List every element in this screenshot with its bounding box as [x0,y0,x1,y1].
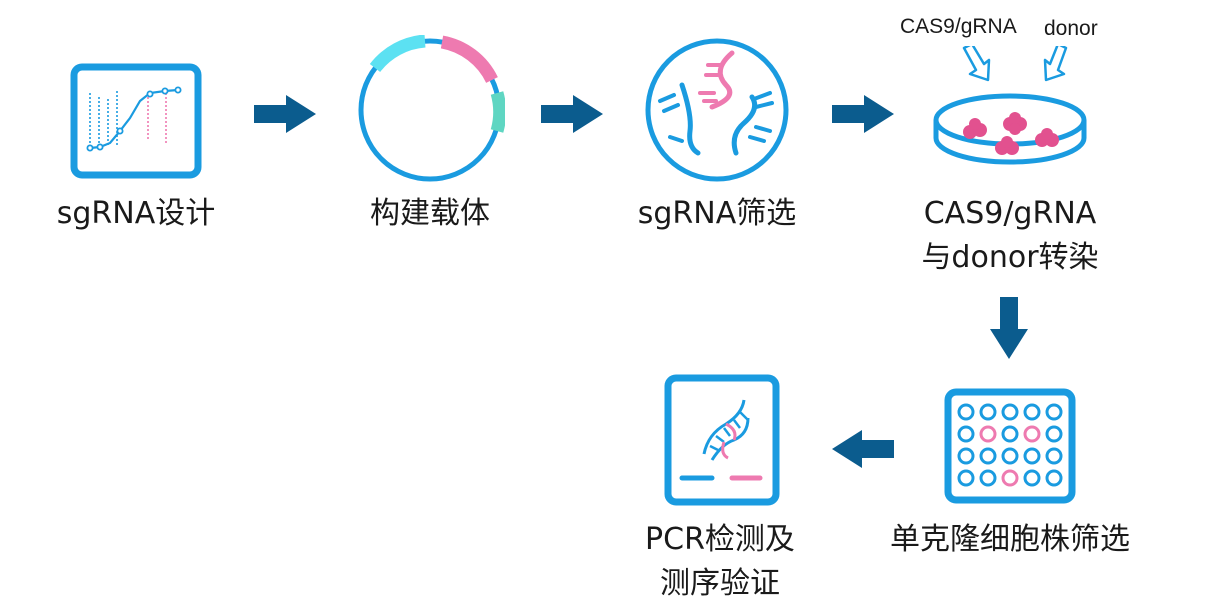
arrow-down-outline-icon [962,46,991,82]
step-label-sgrna-screen: sgRNA筛选 [637,196,797,231]
step-label-clone-screen: 单克隆细胞株筛选 [890,522,1130,557]
step-label-vector-build: 构建载体 [370,196,490,231]
step-label-transfection: CAS9/gRNA 与donor转染 [921,196,1099,275]
arrow-down-outline-icon [1043,46,1068,82]
annotation-donor: donor [1044,17,1098,40]
well-plate-icon [944,388,1076,504]
arrow-right-icon [254,95,316,133]
rna-strands-icon [645,38,789,182]
arrow-down-icon [990,297,1028,359]
petri-dish-icon [933,93,1087,165]
plasmid-icon [358,35,505,182]
step-label-pcr-verify: PCR检测及 测序验证 [645,522,795,601]
step-label-sgrna-design: sgRNA设计 [56,196,216,231]
arrow-right-icon [832,95,894,133]
arrow-left-icon [832,430,894,468]
arrow-right-icon [541,95,603,133]
dna-gel-icon [664,374,780,506]
chart-monitor-icon [70,63,202,179]
annotation-cas9: CAS9/gRNA [900,15,1017,38]
